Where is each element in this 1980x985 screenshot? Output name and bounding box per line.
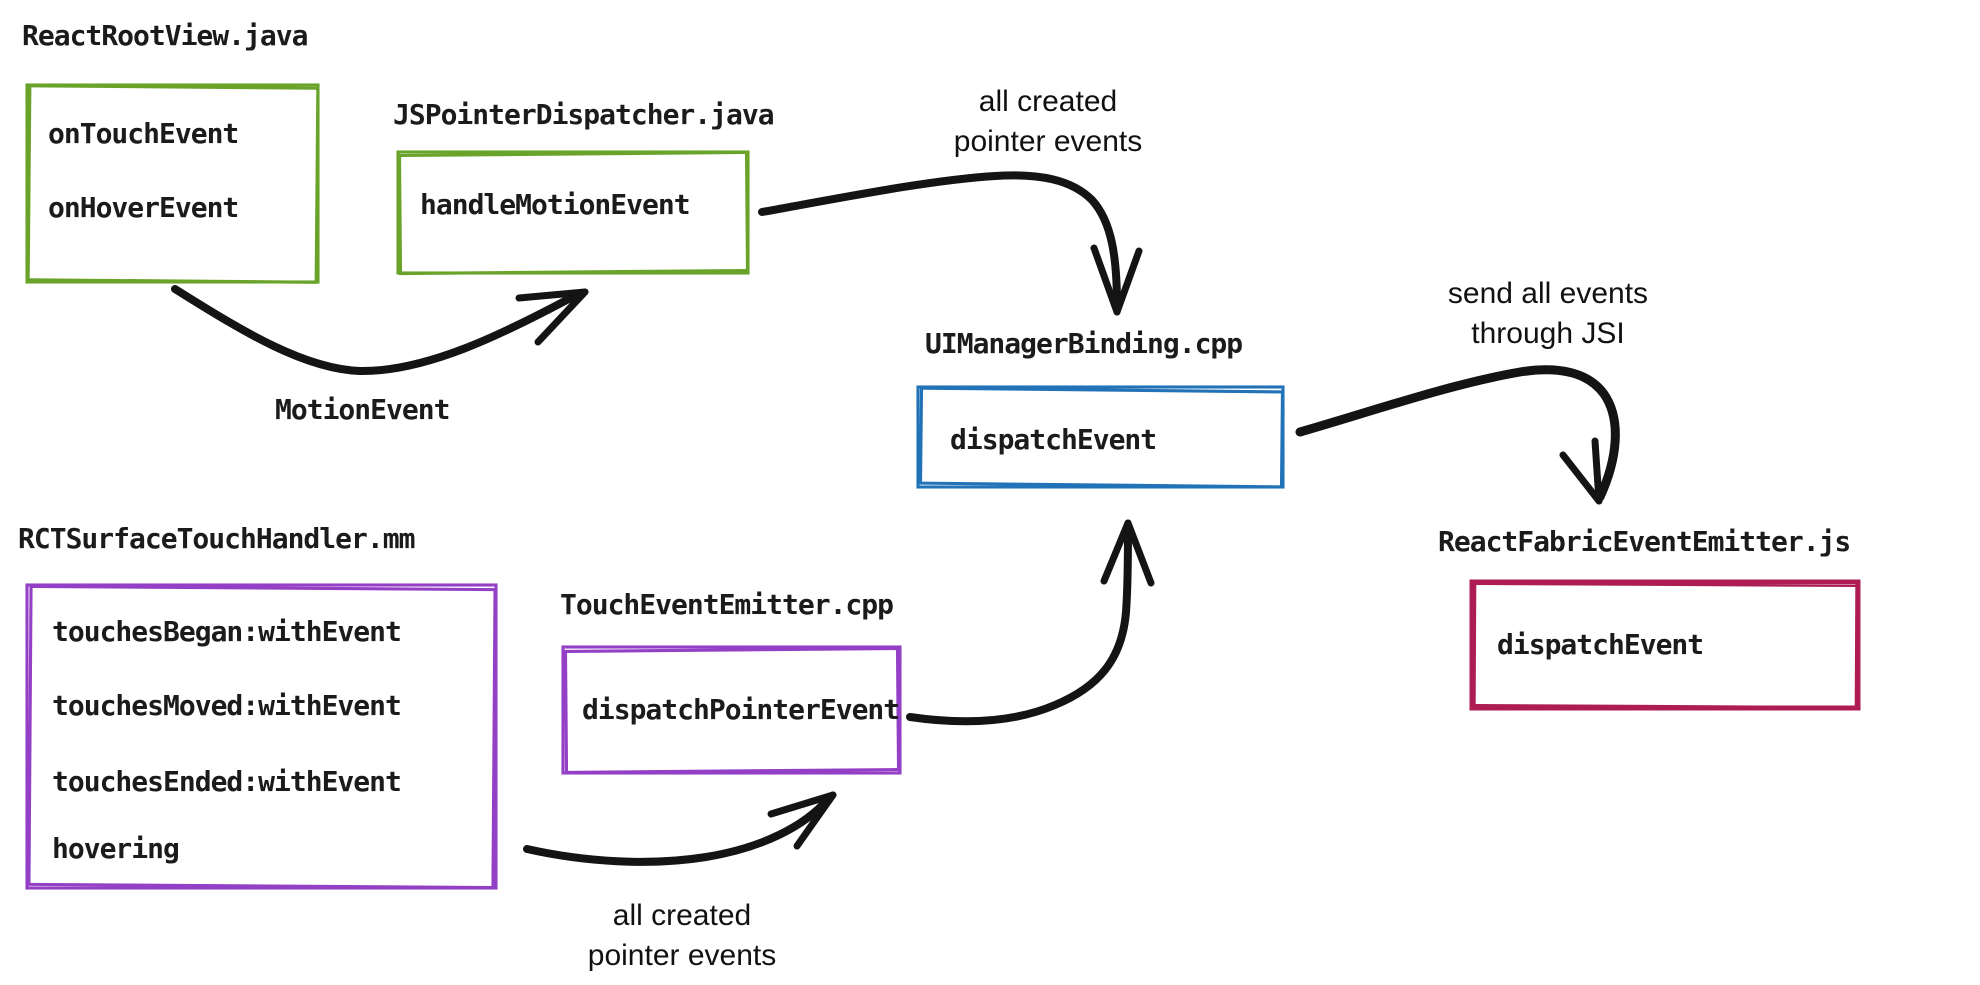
box-js-pointer-dispatcher	[396, 150, 750, 276]
node-title-react-root-view: ReactRootView.java	[22, 19, 308, 52]
edge-label-line: all created	[612, 899, 752, 932]
box-react-root-view	[25, 83, 320, 284]
node-title-react-fabric-event-emitter: ReactFabricEventEmitter.js	[1438, 525, 1851, 558]
node-title-touch-event-emitter: TouchEventEmitter.cpp	[560, 588, 894, 621]
node-title-rct-surface-touch-handler: RCTSurfaceTouchHandler.mm	[18, 522, 415, 555]
edge-label-line: pointer events	[587, 939, 777, 972]
method-hovering: hovering	[52, 832, 180, 865]
box-react-fabric-event-emitter	[1469, 579, 1861, 711]
box-touch-event-emitter	[561, 645, 902, 775]
arrow-dispatch-to-binding	[906, 519, 1155, 726]
edge-label-line: pointer events	[953, 125, 1143, 158]
box-rct-surface-touch-handler	[25, 583, 498, 890]
node-title-ui-manager-binding: UIManagerBinding.cpp	[925, 327, 1243, 360]
method-touches-began: touchesBegan:withEvent	[52, 615, 402, 648]
edge-label-line: all created	[978, 85, 1118, 118]
arrow-all-created-pointer-events-bottom	[523, 791, 837, 866]
method-dispatch-event-binding: dispatchEvent	[950, 423, 1157, 456]
method-on-hover-event: onHoverEvent	[48, 191, 239, 224]
edge-label-all-created-pointer-events-top: all created pointer events	[888, 82, 1208, 162]
method-on-touch-event: onTouchEvent	[48, 117, 239, 150]
edge-label-line: through JSI	[1471, 317, 1625, 350]
method-dispatch-pointer-event: dispatchPointerEvent	[582, 693, 900, 726]
edge-label-motion-event: MotionEvent	[275, 393, 450, 426]
arrow-all-created-pointer-events-top	[758, 171, 1143, 316]
node-title-js-pointer-dispatcher: JSPointerDispatcher.java	[393, 98, 775, 131]
method-dispatch-event-emitter: dispatchEvent	[1497, 628, 1704, 661]
method-touches-ended: touchesEnded:withEvent	[52, 765, 402, 798]
edge-label-line: send all events	[1447, 277, 1649, 310]
arrow-motion-event	[171, 285, 589, 376]
edge-label-all-created-pointer-events-bottom: all created pointer events	[522, 896, 842, 976]
method-handle-motion-event: handleMotionEvent	[420, 188, 691, 221]
box-ui-manager-binding	[916, 385, 1285, 489]
edge-label-send-all-events-through-jsi: send all events through JSI	[1388, 274, 1708, 354]
arrow-send-all-events-through-jsi	[1295, 365, 1620, 505]
method-touches-moved: touchesMoved:withEvent	[52, 689, 402, 722]
